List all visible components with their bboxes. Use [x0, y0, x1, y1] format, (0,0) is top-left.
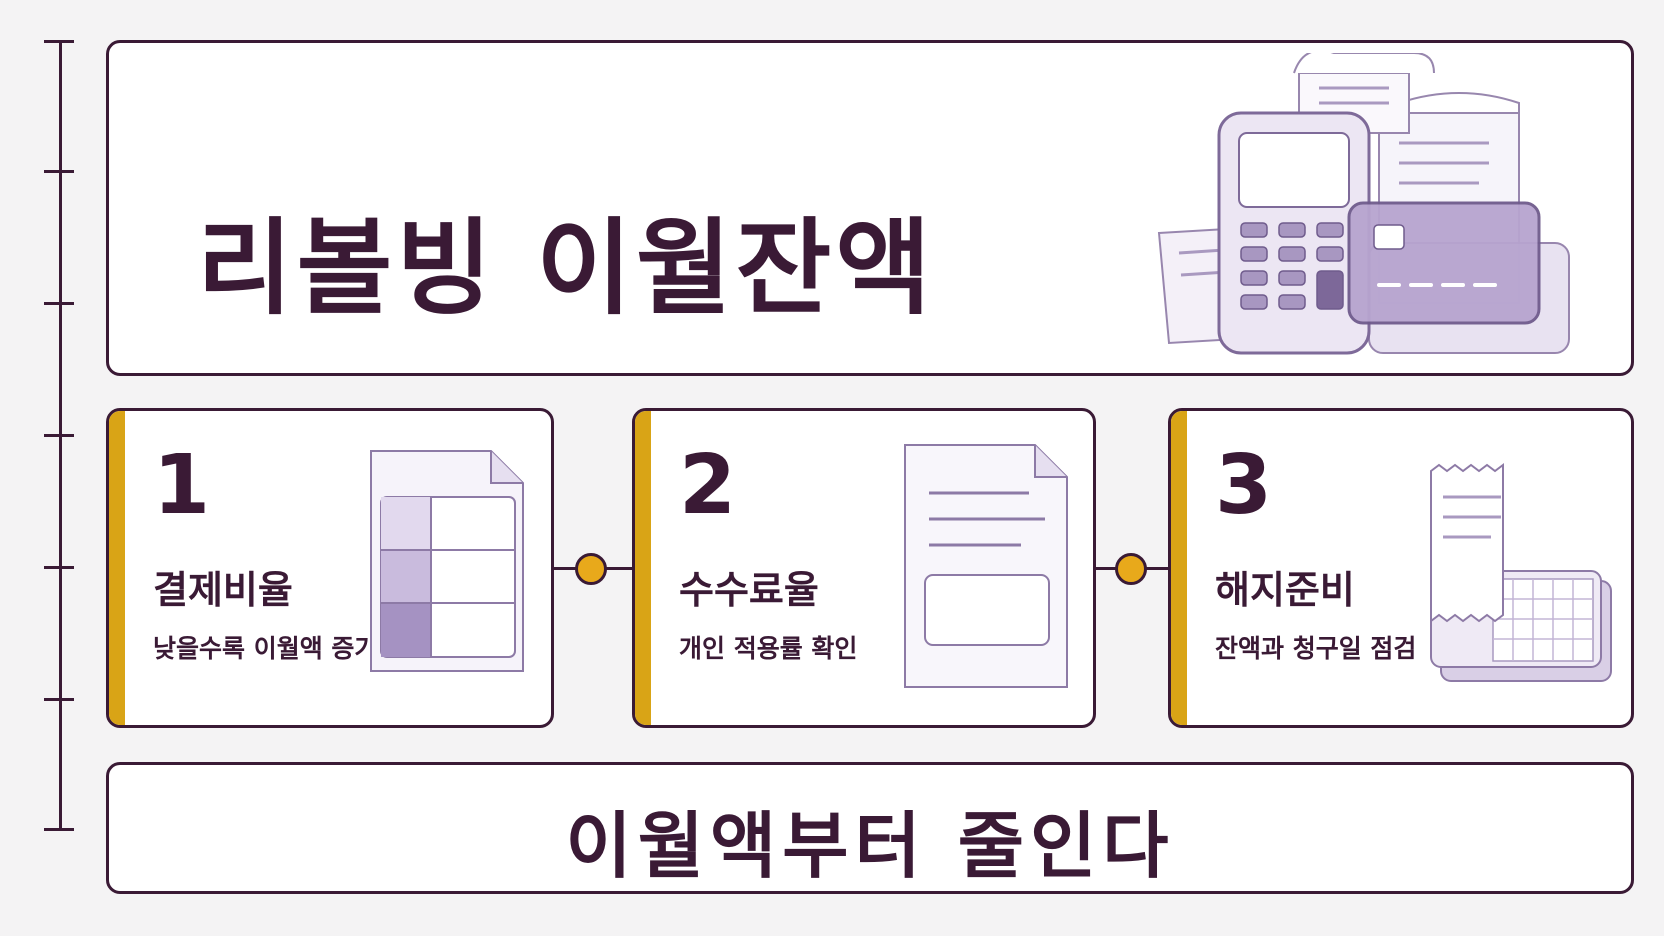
- connector-dot: [575, 553, 607, 585]
- timeline-tick: [44, 170, 74, 173]
- timeline-tick: [44, 698, 74, 701]
- step-description: 낮을수록 이월액 증가: [153, 634, 378, 663]
- timeline-tick: [44, 302, 74, 305]
- step-accent-bar: [109, 411, 125, 725]
- step-description: 잔액과 청구일 점검: [1215, 634, 1417, 663]
- step-title: 수수료율: [679, 568, 819, 612]
- step-accent-bar: [1171, 411, 1187, 725]
- step-accent-bar: [635, 411, 651, 725]
- timeline-tick: [44, 566, 74, 569]
- step-number: 3: [1215, 438, 1273, 533]
- step-title: 해지준비: [1215, 568, 1355, 612]
- step-number: 2: [679, 438, 737, 533]
- step-number: 1: [153, 438, 211, 533]
- page-title: 리볼빙 이월잔액: [197, 207, 935, 329]
- hero-panel: 리볼빙 이월잔액: [106, 40, 1634, 376]
- timeline-tick: [44, 828, 74, 831]
- step-card-3: 3 해지준비 잔액과 청구일 점검: [1168, 408, 1634, 728]
- receipt-calendar-icon: [1430, 463, 1612, 682]
- step-title: 결제비율: [153, 568, 293, 612]
- timeline-tick: [44, 434, 74, 437]
- footer-message: 이월액부터 줄인다: [565, 804, 1175, 888]
- card-terminal-receipts-icon: [1157, 53, 1570, 355]
- connector-dot: [1115, 553, 1147, 585]
- step-card-1: 1 결제비율 낮을수록 이월액 증가: [106, 408, 554, 728]
- step-description: 개인 적용률 확인: [679, 634, 858, 663]
- step-card-2: 2 수수료율 개인 적용률 확인: [632, 408, 1096, 728]
- text-document-icon: [904, 444, 1068, 688]
- footer-panel: 이월액부터 줄인다: [106, 762, 1634, 894]
- timeline-tick: [44, 40, 74, 43]
- spreadsheet-document-icon: [370, 450, 524, 672]
